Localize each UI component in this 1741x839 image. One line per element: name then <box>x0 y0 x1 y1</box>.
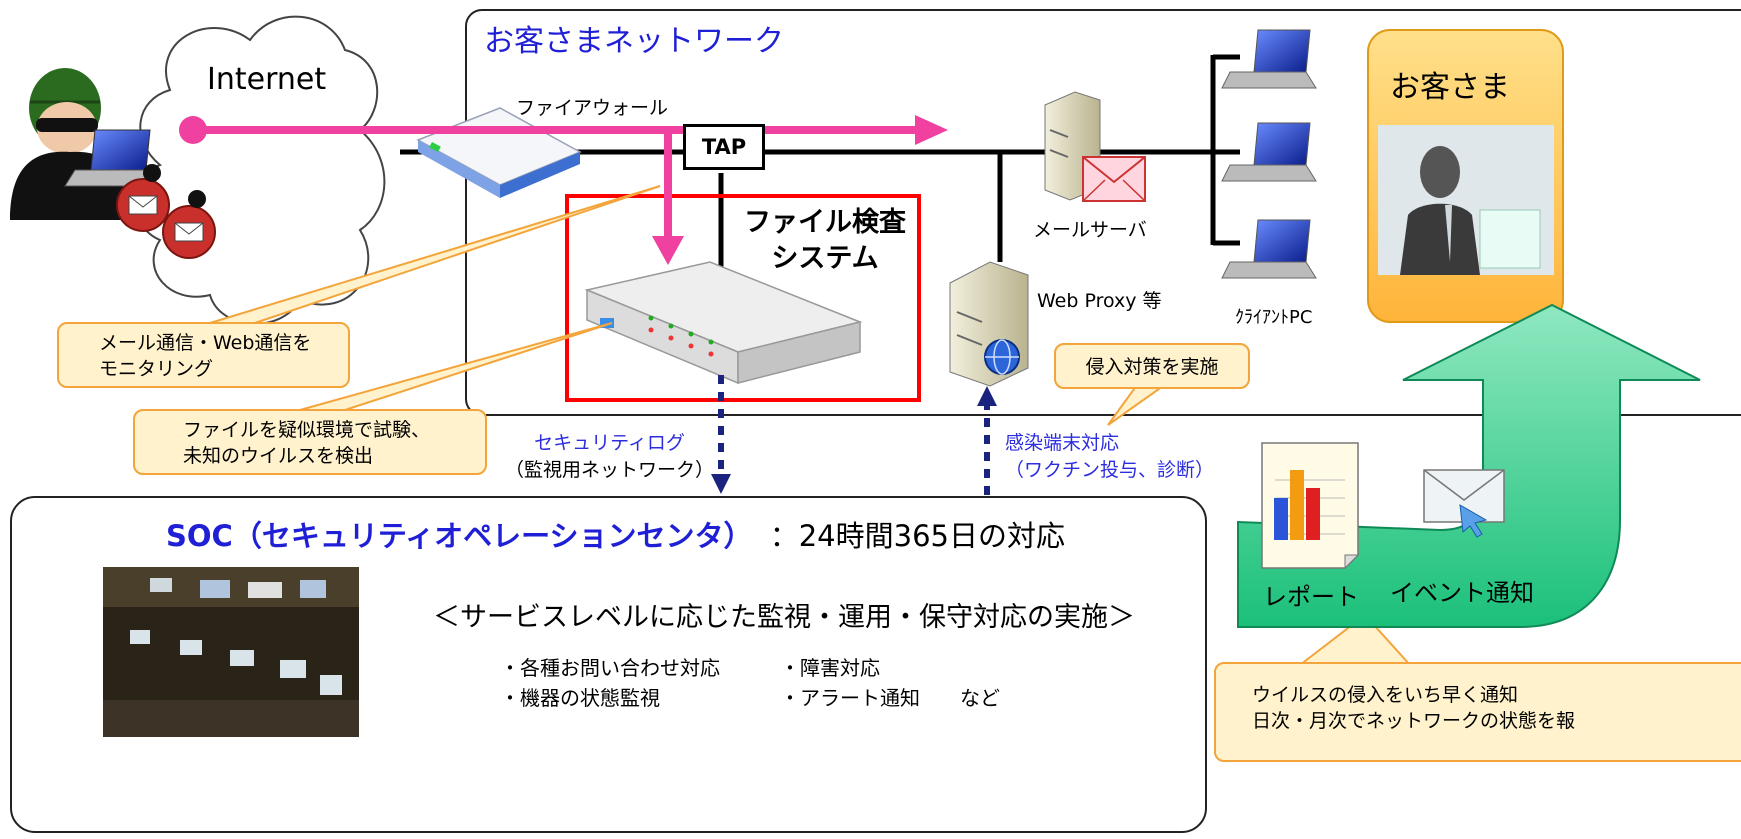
client-pc-label: ｸﾗｲｱﾝﾄPC <box>1235 307 1313 328</box>
infected-response-line1: 感染端末対応 <box>1005 432 1120 454</box>
intrusion-callout-text: 侵入対策を実施 <box>1085 356 1219 378</box>
notify-callout: ウイルスの侵入をいち早く通知 日次・月次でネットワークの状態を報 <box>1214 662 1741 762</box>
event-mail-icon <box>1423 469 1505 538</box>
monitoring-callout-line2: モニタリング <box>99 358 214 380</box>
monitoring-callout-line1: メール通信・Web通信を <box>99 332 312 354</box>
soc-name: SOC（セキュリティオペレーションセンタ） <box>166 519 753 553</box>
customer-label: お客さま <box>1390 70 1510 105</box>
inspection-appliance <box>584 261 863 385</box>
customer-person-image <box>1378 125 1554 275</box>
notify-callout-line1: ウイルスの侵入をいち早く通知 <box>1252 684 1519 706</box>
client-laptops <box>1221 29 1317 279</box>
customer-network-title: お客さまネットワーク <box>484 24 784 59</box>
soc-operations-photo <box>103 567 359 737</box>
file-inspection-line2: システム <box>771 243 879 274</box>
intrusion-callout: 侵入対策を実施 <box>1054 343 1250 389</box>
sandbox-callout: ファイルを疑似環境で試験、 未知のウイルスを検出 <box>133 409 487 475</box>
soc-header: SOC（セキュリティオペレーションセンタ） ：24時間365日の対応 <box>166 516 1065 556</box>
tap-label: TAP <box>701 135 747 159</box>
soc-items-row1: ・各種お問い合わせ対応 ・障害対応 <box>500 653 1000 683</box>
mail-server-label: メールサーバ <box>1033 219 1147 241</box>
event-notice-label: イベント通知 <box>1390 579 1534 607</box>
monitoring-callout: メール通信・Web通信を モニタリング <box>57 322 350 388</box>
file-inspection-box <box>565 194 921 402</box>
soc-subtitle: ＜サービスレベルに応じた監視・運用・保守対応の実施＞ <box>433 602 1135 633</box>
infected-response-label: 感染端末対応 （ワクチン投与、診断） <box>1005 430 1214 484</box>
malware-bombs <box>116 164 216 259</box>
report-label: レポート <box>1263 583 1359 611</box>
file-inspection-title: ファイル検査 システム <box>735 205 915 277</box>
soc-item-alert: ・アラート通知 <box>780 686 920 710</box>
sandbox-callout-line1: ファイルを疑似環境で試験、 <box>183 419 431 441</box>
tap-box: TAP <box>683 124 765 170</box>
file-inspection-line1: ファイル検査 <box>744 207 906 238</box>
infected-response-line2: （ワクチン投与、診断） <box>1005 459 1215 481</box>
soc-item-monitoring: ・機器の状態監視 <box>500 686 660 710</box>
soc-items: ・各種お問い合わせ対応 ・障害対応 ・機器の状態監視 ・アラート通知 など <box>500 653 1000 713</box>
soc-hours: ：24時間365日の対応 <box>769 519 1065 553</box>
soc-item-failure: ・障害対応 <box>780 656 880 680</box>
soc-item-inquiry: ・各種お問い合わせ対応 <box>500 656 720 680</box>
internet-label: Internet <box>207 62 327 97</box>
firewall-label: ファイアウォール <box>516 97 669 119</box>
mail-server <box>1044 91 1146 202</box>
web-proxy-label: Web Proxy 等 <box>1037 290 1162 312</box>
security-log-line2: （監視用ネットワーク） <box>505 459 715 481</box>
soc-item-etc: など <box>960 686 1000 710</box>
soc-items-row2: ・機器の状態監視 ・アラート通知 など <box>500 683 1000 713</box>
web-proxy-server <box>949 261 1029 387</box>
notify-callout-line2: 日次・月次でネットワークの状態を報 <box>1252 710 1576 732</box>
security-log-label: セキュリティログ （監視用ネットワーク） <box>505 430 714 484</box>
sandbox-callout-line2: 未知のウイルスを検出 <box>183 445 374 467</box>
attacker-figure <box>10 68 159 220</box>
security-log-line1: セキュリティログ <box>534 432 685 454</box>
report-document <box>1261 442 1360 570</box>
